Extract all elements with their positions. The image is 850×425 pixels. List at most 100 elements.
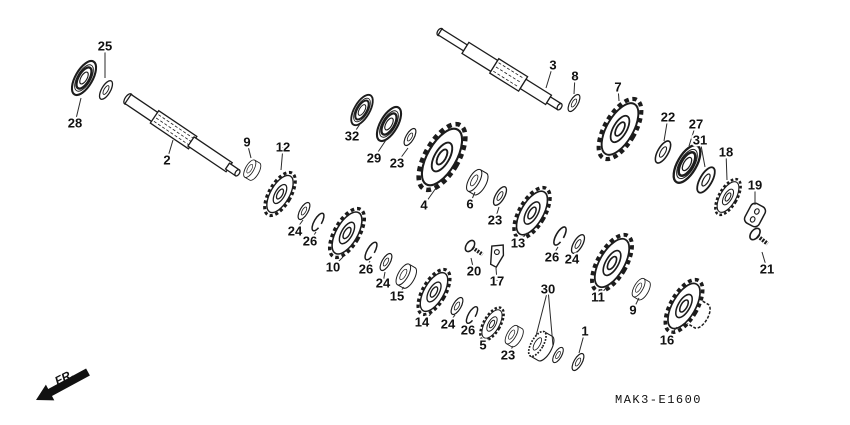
callout-leader-23 xyxy=(396,147,409,164)
callout-leader-26 xyxy=(365,260,371,270)
part-bushing-6 xyxy=(462,166,492,198)
callout-1: 1 xyxy=(581,324,588,339)
fr-arrow-icon xyxy=(36,368,90,401)
callout-leader-16 xyxy=(666,326,678,341)
part-bracket-17 xyxy=(487,242,506,269)
callout-11: 11 xyxy=(591,290,605,305)
callout-26: 26 xyxy=(461,323,475,338)
countershaft-gear-row xyxy=(345,90,713,340)
part-ring-30 xyxy=(550,345,566,365)
callout-10: 10 xyxy=(326,260,340,275)
part-countershaft-3 xyxy=(436,27,563,111)
callout-leader-22 xyxy=(663,116,669,142)
part-gear-16 xyxy=(655,272,713,340)
callout-leader-14 xyxy=(421,313,432,323)
callout-16: 16 xyxy=(660,333,674,348)
callout-leader-7 xyxy=(617,86,620,102)
callout-leader-4 xyxy=(423,187,437,206)
part-circlip-26 xyxy=(362,239,380,263)
callout-2: 2 xyxy=(163,153,170,168)
callout-7: 7 xyxy=(614,80,621,95)
callout-28: 28 xyxy=(68,116,82,131)
callout-27: 27 xyxy=(689,117,703,132)
callout-leader-13 xyxy=(517,232,528,244)
callout-leader-9 xyxy=(632,297,640,311)
part-mainshaft-2 xyxy=(123,93,241,177)
callout-leader-21 xyxy=(761,251,768,270)
part-ring-31 xyxy=(692,163,720,197)
callout-20: 20 xyxy=(467,264,481,279)
fr-indicator: FR. xyxy=(36,367,90,401)
callout-21: 21 xyxy=(760,262,774,277)
callout-26: 26 xyxy=(545,250,559,265)
callout-leader-5 xyxy=(482,336,490,346)
part-washer-23 xyxy=(401,126,419,148)
callout-25: 25 xyxy=(98,39,112,54)
callout-leader-1 xyxy=(578,330,586,354)
part-circlip-26 xyxy=(309,210,327,234)
callout-30: 30 xyxy=(541,282,555,297)
part-bolt-20 xyxy=(461,236,488,262)
callout-9: 9 xyxy=(243,135,250,150)
callout-leader-8 xyxy=(573,75,576,95)
callout-leader-24 xyxy=(294,219,304,232)
mainshaft-assembly xyxy=(65,56,587,373)
callout-13: 13 xyxy=(511,236,525,251)
part-collar-9 xyxy=(629,275,654,303)
callout-24: 24 xyxy=(376,276,391,291)
callout-leader-24 xyxy=(571,251,578,260)
part-gear-12 xyxy=(256,166,304,222)
diagram-code: MAK3-E1600 xyxy=(615,393,702,407)
callout-leader-27 xyxy=(688,123,697,147)
callout-leader-28 xyxy=(74,97,82,124)
callout-31: 31 xyxy=(693,133,707,148)
callout-23: 23 xyxy=(501,348,515,363)
part-washer-24 xyxy=(448,295,466,317)
callout-leader-10 xyxy=(332,256,344,268)
part-sprocket-18 xyxy=(708,173,748,221)
callout-24: 24 xyxy=(288,224,303,239)
part-gear-7 xyxy=(590,92,650,165)
callout-leader-23 xyxy=(507,345,514,356)
callout-leader-23 xyxy=(494,206,500,221)
part-bushing-15 xyxy=(392,261,420,292)
callout-17: 17 xyxy=(490,274,504,289)
part-bearing-28 xyxy=(65,56,103,100)
callout-leader-11 xyxy=(597,286,608,298)
callout-14: 14 xyxy=(415,315,430,330)
callout-22: 22 xyxy=(661,110,675,125)
part-collar-9 xyxy=(240,157,264,183)
callout-leader-3 xyxy=(545,64,554,89)
callout-leader-2 xyxy=(166,139,174,161)
part-gear-10 xyxy=(320,201,374,265)
part-bearing-29 xyxy=(370,102,408,146)
callout-23: 23 xyxy=(488,213,502,228)
callout-leader-26 xyxy=(551,246,559,258)
part-gear-14 xyxy=(409,262,459,322)
callout-leader-20 xyxy=(470,257,475,272)
part-plate-19 xyxy=(742,200,768,230)
callout-leader-12 xyxy=(280,146,284,171)
callout-3: 3 xyxy=(549,58,556,73)
callout-leader-31 xyxy=(699,139,706,168)
part-washer-24 xyxy=(295,200,313,222)
callout-leader-9 xyxy=(246,141,252,159)
callout-leader-29 xyxy=(373,139,387,159)
part-washer-8 xyxy=(565,92,583,114)
part-washer-24 xyxy=(377,251,395,273)
part-gear-4 xyxy=(409,117,475,197)
callout-24: 24 xyxy=(441,317,456,332)
callout-18: 18 xyxy=(719,145,733,160)
callout-leader-18 xyxy=(725,151,728,181)
callout-leader-30 xyxy=(535,288,549,337)
callout-15: 15 xyxy=(390,289,404,304)
part-spacer-23 xyxy=(502,322,527,350)
countershaft-assembly xyxy=(436,27,774,251)
callout-19: 19 xyxy=(748,178,762,193)
callout-24: 24 xyxy=(565,252,580,267)
part-washer-25 xyxy=(96,78,116,102)
part-gear-11 xyxy=(581,226,643,300)
callout-6: 6 xyxy=(466,197,473,212)
